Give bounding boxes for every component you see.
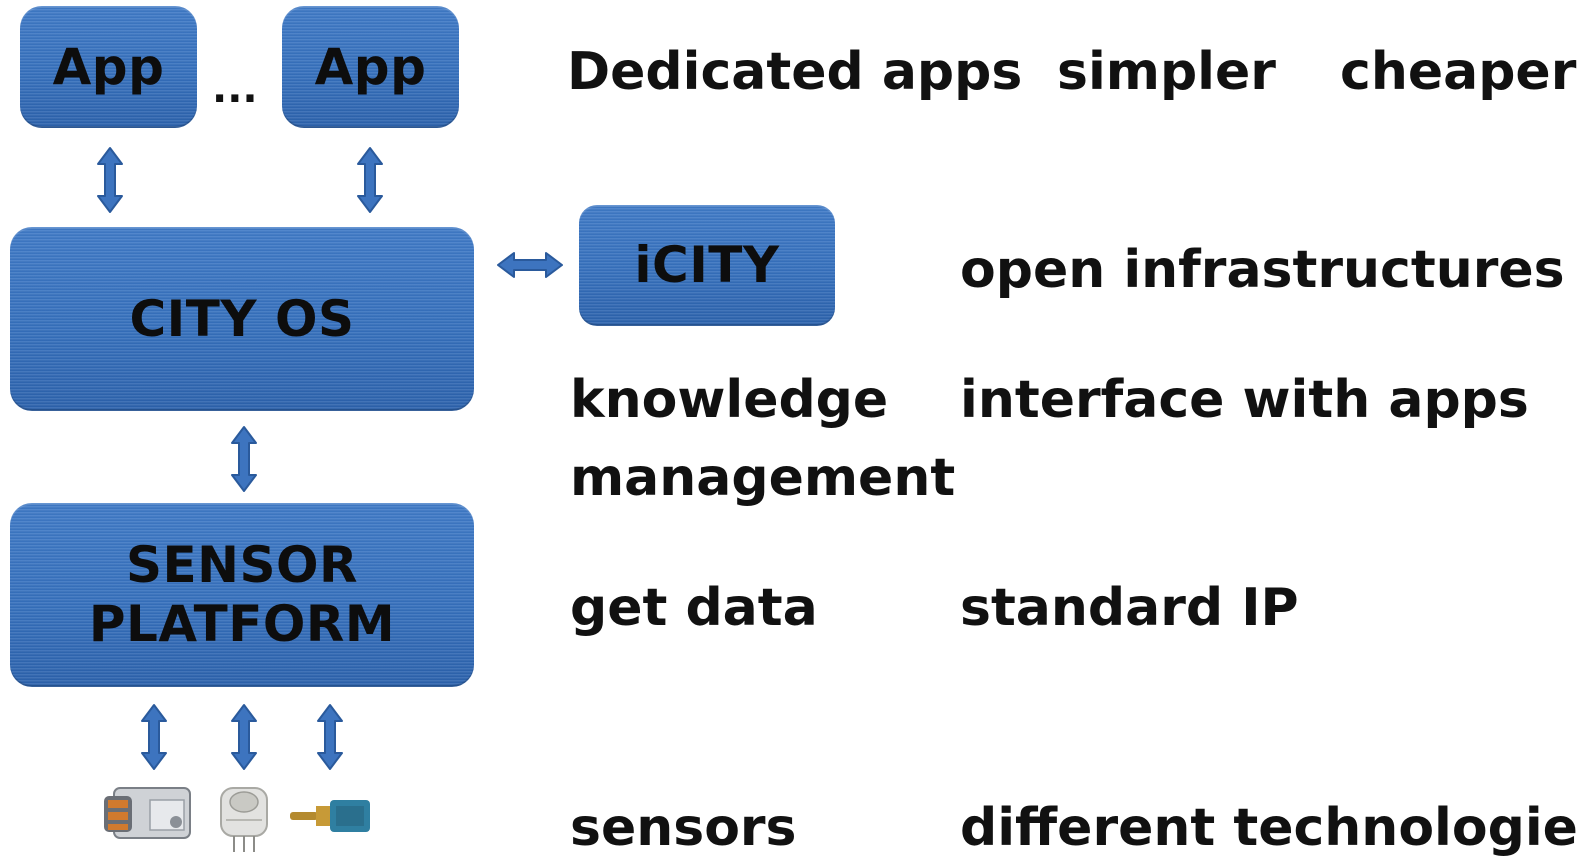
double-arrow-icon xyxy=(141,704,167,770)
label-simpler: simpler xyxy=(1057,42,1276,102)
label-knowledge: knowledge xyxy=(570,370,889,430)
sensor-platform-box: SENSOR PLATFORM xyxy=(10,503,474,687)
ellipsis: ... xyxy=(212,66,258,112)
label-get-data: get data xyxy=(570,578,818,638)
label-different-technologies: different technologies xyxy=(960,798,1578,858)
label-interface-with-apps: interface with apps xyxy=(960,370,1529,430)
app-box-left: App xyxy=(20,6,197,128)
label-management: management xyxy=(570,448,956,508)
app-box-left-label: App xyxy=(52,37,165,96)
label-dedicated-apps: Dedicated apps xyxy=(567,42,1023,102)
motor-sensor-icon xyxy=(104,787,191,839)
sensor-platform-label-line1: SENSOR xyxy=(125,536,359,594)
double-arrow-icon xyxy=(317,704,343,770)
app-box-right-label: App xyxy=(314,37,427,96)
city-os-label: CITY OS xyxy=(129,289,355,348)
double-arrow-icon xyxy=(497,252,563,278)
icity-box: iCITY xyxy=(579,205,835,326)
double-arrow-icon xyxy=(231,704,257,770)
temperature-probe-icon xyxy=(290,800,370,832)
label-cheaper: cheaper xyxy=(1340,42,1577,102)
double-arrow-icon xyxy=(231,426,257,492)
city-os-box: CITY OS xyxy=(10,227,474,411)
sensor-platform-label-line2: PLATFORM xyxy=(88,595,396,653)
double-arrow-icon xyxy=(357,147,383,213)
label-sensors: sensors xyxy=(570,798,797,858)
app-box-right: App xyxy=(282,6,459,128)
label-standard-ip: standard IP xyxy=(960,578,1299,638)
label-open-infrastructures: open infrastructures xyxy=(960,240,1565,300)
gas-sensor-icon xyxy=(220,787,268,852)
icity-label: iCITY xyxy=(634,236,780,294)
double-arrow-icon xyxy=(97,147,123,213)
